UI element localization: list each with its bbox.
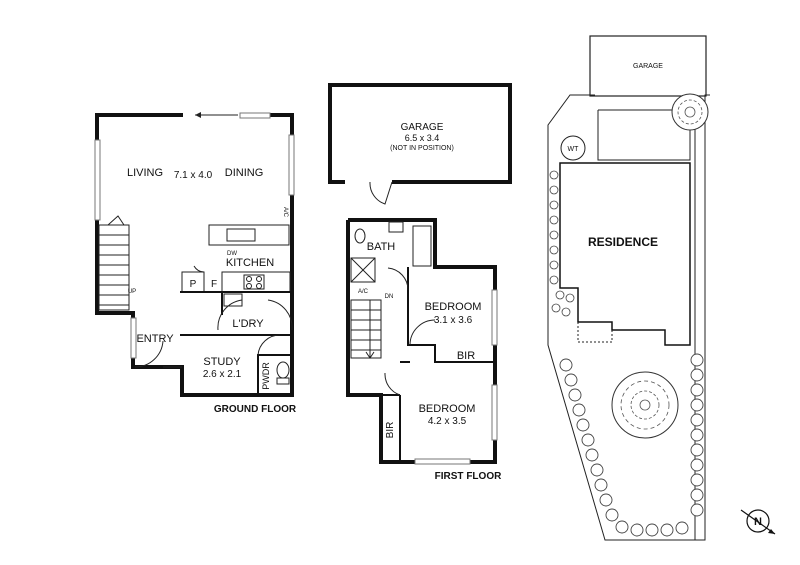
site-garage-label: GARAGE — [633, 63, 663, 70]
bedroom1-window — [491, 289, 498, 346]
ground-floor-caption: GROUND FLOOR — [214, 404, 297, 415]
room-kitchen-label: KITCHEN — [226, 257, 274, 269]
first-floor-plan: BATH A/C DN BEDROOM 3.1 x 3.6 BIR BEDROO… — [346, 218, 502, 482]
hedge-right — [690, 353, 704, 517]
study-dimension-label: 2.6 x 2.1 — [203, 369, 242, 380]
ground-floor-plan: LIVING 7.1 x 4.0 DINING A/C DW KITCHEN P… — [94, 112, 297, 415]
site-plan: GARAGE WT RESIDENCE — [547, 35, 710, 541]
pantry-door — [193, 265, 205, 273]
garden-shrubs — [549, 170, 575, 317]
compass-label: N — [754, 516, 762, 528]
living-window — [94, 139, 101, 221]
bedroom1-dimension-label: 3.1 x 3.6 — [434, 315, 473, 326]
bedroom2-dimension-label: 4.2 x 3.5 — [428, 416, 467, 427]
stairs-down-annotation: DN — [385, 294, 394, 300]
garage-dimension-label: 6.5 x 3.4 — [405, 133, 440, 143]
room-bedroom2-label: BEDROOM — [419, 403, 476, 415]
room-laundry-label: L'DRY — [232, 318, 264, 330]
site-garage — [589, 35, 707, 97]
bedroom2-bottom-window — [414, 458, 471, 465]
bedroom1-door — [409, 319, 436, 346]
first-floor-stairs — [350, 299, 382, 359]
compass-north-icon: N — [740, 509, 776, 535]
room-study-label: STUDY — [203, 356, 241, 368]
fridge-label: F — [211, 279, 217, 290]
pantry-label: P — [190, 279, 197, 290]
large-tree-icon — [611, 371, 679, 439]
garage-walls — [328, 83, 512, 184]
bedroom2-door — [384, 372, 401, 396]
dining-top-window — [239, 112, 271, 119]
bathtub — [412, 225, 432, 267]
room-dining-label: DINING — [225, 167, 264, 179]
residence-footprint — [559, 162, 691, 346]
powder-door — [257, 334, 281, 356]
hedge-left — [559, 358, 689, 537]
tree-icon — [671, 93, 709, 131]
bedroom2-window — [491, 384, 498, 441]
sliding-door-arrow — [195, 112, 201, 118]
garage-plan: GARAGE 6.5 x 3.4 (NOT IN POSITION) — [328, 83, 512, 205]
room-bath-label: BATH — [367, 241, 396, 253]
first-floor-caption: FIRST FLOOR — [435, 471, 502, 482]
garage-note-label: (NOT IN POSITION) — [390, 145, 454, 152]
water-tank — [560, 135, 586, 161]
residence-label: RESIDENCE — [588, 235, 658, 249]
toilet — [276, 361, 290, 379]
room-bedroom1-label: BEDROOM — [425, 301, 482, 313]
stairs-up-annotation: UP — [128, 289, 136, 295]
ground-stairs — [98, 215, 130, 311]
bath-door — [387, 267, 409, 291]
entry-window — [130, 317, 137, 359]
cooktop — [243, 274, 265, 290]
garage-door — [369, 181, 393, 205]
laundry-doors — [217, 299, 293, 331]
first-floor-walls — [346, 218, 497, 464]
dining-window — [288, 134, 295, 196]
entry-door — [134, 340, 164, 368]
room-powder-label: PWDR — [261, 362, 271, 390]
garage-title-label: GARAGE — [401, 122, 444, 133]
first-floor-ac-annotation: A/C — [358, 289, 369, 295]
room-bir2-label: BIR — [385, 422, 396, 439]
dishwasher-annotation: DW — [227, 251, 237, 257]
room-entry-label: ENTRY — [136, 333, 174, 345]
first-floor-toilet — [354, 228, 366, 244]
water-tank-label: WT — [568, 146, 580, 153]
room-bir1-label: BIR — [457, 350, 475, 362]
bath-basin — [388, 221, 404, 233]
living-dimension-label: 7.1 x 4.0 — [174, 170, 213, 181]
kitchen-sink — [226, 228, 256, 242]
room-living-label: LIVING — [127, 167, 163, 179]
ac-annotation: A/C — [282, 207, 288, 218]
